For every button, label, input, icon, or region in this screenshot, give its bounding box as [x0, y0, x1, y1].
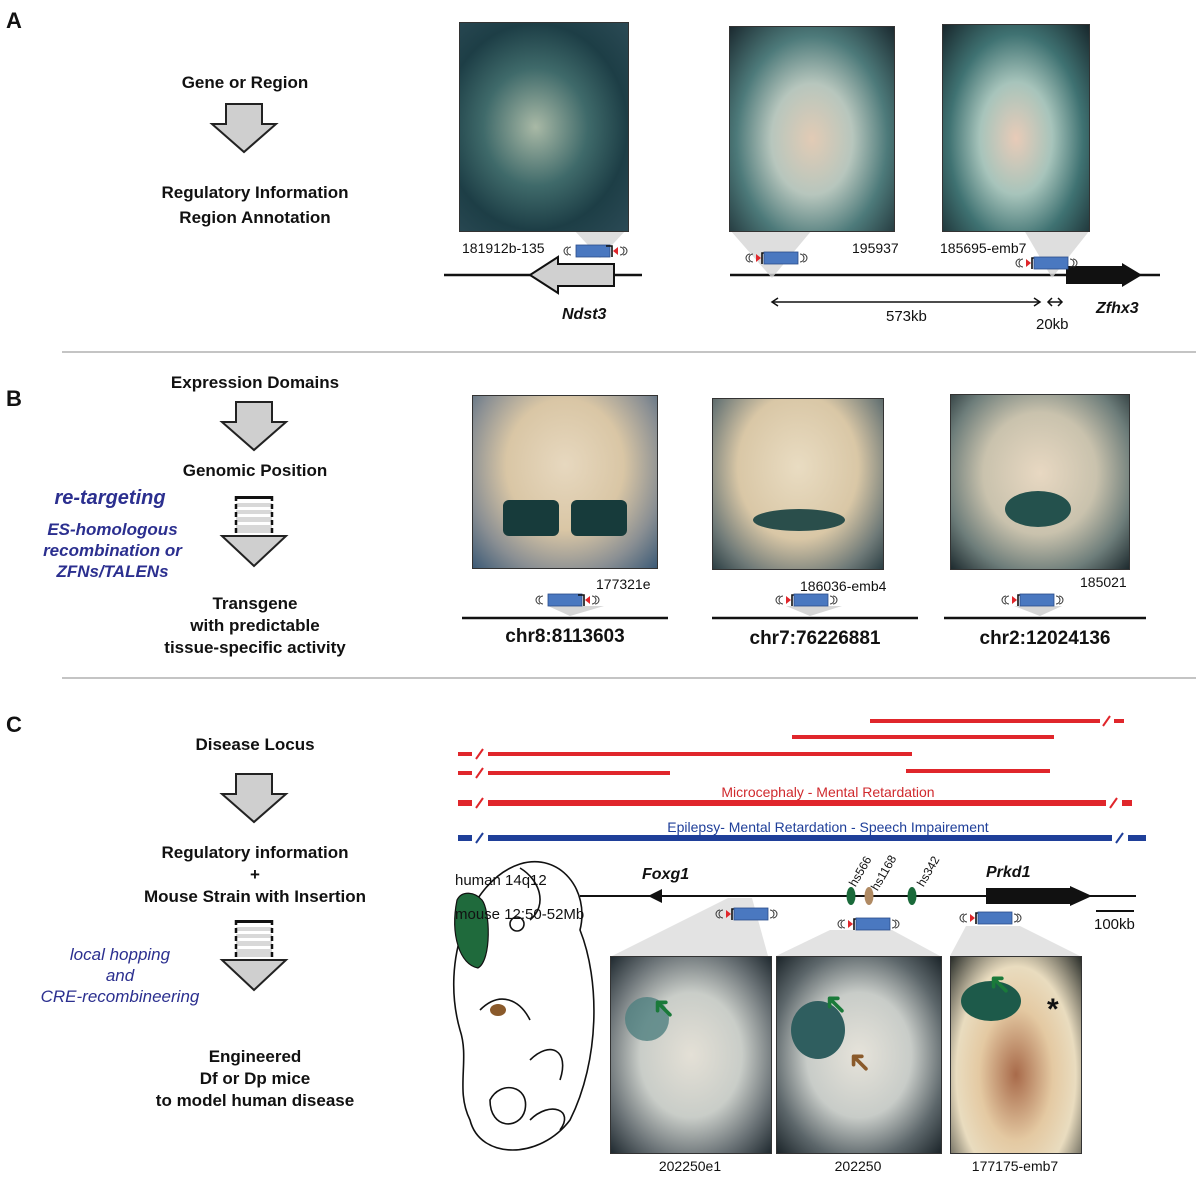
forebrain-stain: [625, 997, 669, 1041]
retargeting-label: re-targeting: [54, 487, 166, 509]
panel-label-c: C: [6, 712, 22, 737]
embryo-photo-202250: ➜ ➜: [776, 956, 942, 1154]
flow-line: Df or Dp mice: [199, 1069, 311, 1088]
genomic-position-label: chr2:12024136: [979, 628, 1111, 649]
flow-line: Region Annotation: [179, 208, 331, 227]
expression-domain: [571, 500, 627, 536]
embryo-photo-177321e: [472, 395, 658, 569]
panel-label-a: A: [6, 8, 22, 33]
flow-line: to model human disease: [155, 1091, 355, 1110]
gene-label-prkd1: Prkd1: [986, 864, 1031, 881]
embryo-label: 185021: [1080, 574, 1127, 590]
method-line: ZFNs/TALENs: [56, 562, 169, 581]
flow-genomic-position: Genomic Position: [182, 461, 328, 480]
flow-gene-or-region: Gene or Region: [181, 73, 309, 92]
flow-expression-domains: Expression Domains: [170, 373, 340, 392]
method-line: and: [105, 966, 135, 985]
embryo-label: 202250: [834, 1158, 882, 1174]
flow-disease-locus: Disease Locus: [195, 735, 315, 754]
embryo-photo-185021: [950, 394, 1130, 570]
embryo-label: 181912b-135: [462, 240, 545, 256]
gene-label-zfhx3: Zfhx3: [1096, 300, 1139, 317]
embryo-label: 177175-emb7: [971, 1158, 1059, 1174]
embryo-label: 202250e1: [658, 1158, 722, 1174]
embryo-schematic: [452, 861, 595, 1151]
retargeting-methods: ES-homologous recombination or ZFNs/TALE…: [20, 519, 205, 582]
flow-line: with predictable: [190, 616, 320, 635]
distance-label: 20kb: [1036, 316, 1069, 333]
embryo-photo-186036: [712, 398, 884, 570]
flow-line: tissue-specific activity: [164, 638, 346, 657]
method-line: recombination or: [43, 541, 182, 560]
gene-label-ndst3: Ndst3: [562, 306, 607, 323]
flow-transgene: Transgene with predictable tissue-specif…: [110, 593, 400, 659]
gene-label-foxg1: Foxg1: [642, 866, 690, 883]
embryo-label: 195937: [852, 240, 899, 256]
flow-engineered-mice: Engineered Df or Dp mice to model human …: [110, 1046, 400, 1112]
embryo-photo-202250e1: ➜: [610, 956, 772, 1154]
human-locus-label: human 14q12: [455, 872, 547, 889]
embryo-photo-177175: ➜ *: [950, 956, 1082, 1154]
method-line: local hopping: [69, 945, 171, 964]
flow-regulatory-info: Regulatory Information Region Annotation: [100, 180, 410, 230]
embryo-photo-181912b: [459, 22, 629, 232]
scale-bar-label: 100kb: [1094, 916, 1135, 933]
brown-arrow-icon: ➜: [839, 1041, 881, 1084]
genomic-position-label: chr8:8113603: [505, 626, 625, 647]
flow-line: Regulatory Information: [161, 183, 349, 202]
panel-label-b: B: [6, 386, 22, 411]
distance-label: 573kb: [886, 308, 927, 325]
mouse-locus-label: mouse 12:50-52Mb: [455, 906, 585, 923]
genomic-position-label: chr7:76226881: [749, 628, 881, 649]
embryo-photo-195937: [729, 26, 895, 232]
embryo-label: 185695-emb7: [940, 240, 1027, 256]
embryo-label: 177321e: [596, 576, 651, 592]
flow-line: Mouse Strain with Insertion: [144, 887, 366, 906]
phenotype-epilepsy: Epilepsy- Mental Retardation - Speech Im…: [667, 819, 989, 835]
phenotype-microcephaly: Microcephaly - Mental Retardation: [721, 784, 935, 800]
embryo-label: 186036-emb4: [800, 578, 887, 594]
flow-line: +: [250, 865, 260, 884]
method-line: ES-homologous: [47, 520, 178, 539]
flow-line: Regulatory information: [161, 843, 349, 862]
forebrain-stain: [961, 981, 1021, 1021]
forebrain-stain: [791, 1001, 845, 1059]
expression-domain: [753, 509, 845, 531]
flow-line: Engineered: [208, 1047, 302, 1066]
local-hopping-methods: local hopping and CRE-recombineering: [20, 944, 220, 1007]
embryo-photo-185695: [942, 24, 1090, 232]
expression-domain: [503, 500, 559, 536]
method-line: CRE-recombineering: [40, 987, 200, 1006]
asterisk-marker: *: [1047, 993, 1059, 1026]
flow-regulatory-strain: Regulatory information + Mouse Strain wi…: [100, 842, 410, 908]
flow-line: Transgene: [212, 594, 298, 613]
expression-domain: [1005, 491, 1071, 527]
